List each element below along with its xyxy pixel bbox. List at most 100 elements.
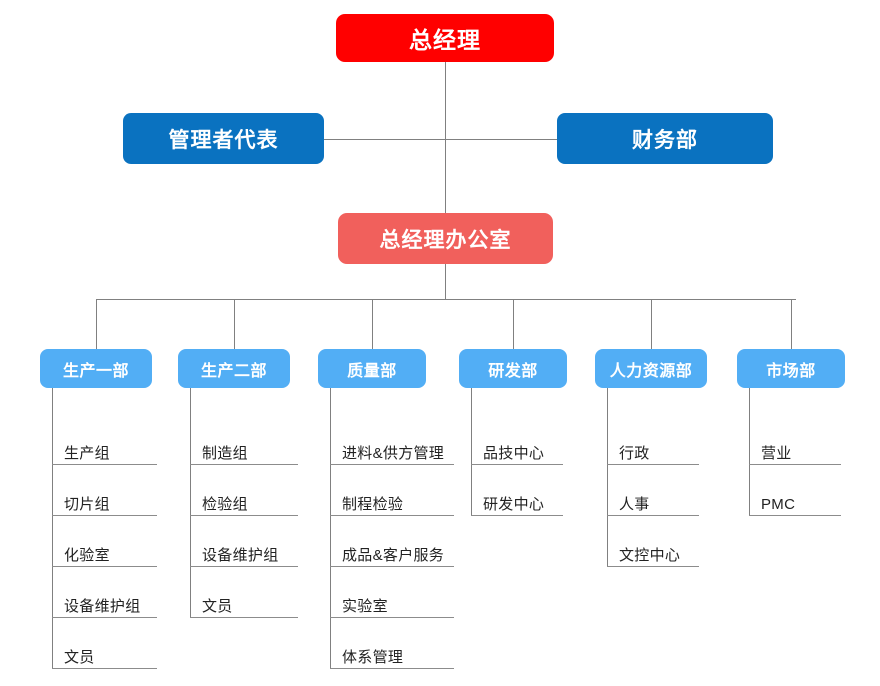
list-item[interactable]: 化验室 [52, 516, 157, 567]
node-department-5[interactable]: 人力资源部 [595, 349, 707, 388]
node-department-3[interactable]: 质量部 [318, 349, 426, 388]
connector-department-spine [330, 388, 331, 669]
node-department-label: 生产二部 [200, 362, 267, 380]
list-item[interactable]: 生产组 [52, 414, 157, 465]
connector-bus-to-department [234, 299, 235, 349]
connector-bus-to-department [513, 299, 514, 349]
node-department-1[interactable]: 生产一部 [40, 349, 152, 388]
list-item-label: 研发中心 [483, 496, 545, 513]
list-item[interactable]: 成品&客户服务 [330, 516, 454, 567]
list-item-label: 切片组 [64, 496, 110, 513]
node-department-6[interactable]: 市场部 [737, 349, 845, 388]
list-item[interactable]: 研发中心 [471, 465, 563, 516]
connector-department-spine [190, 388, 191, 618]
node-department-label: 人力资源部 [609, 362, 693, 380]
list-item-label: 设备维护组 [202, 547, 279, 564]
list-item-label: 进料&供方管理 [342, 445, 445, 462]
list-item-underline [330, 515, 454, 516]
connector-office-to-bus [445, 264, 446, 299]
list-item-underline [52, 464, 157, 465]
list-item-underline [607, 566, 699, 567]
list-item-label: 化验室 [64, 547, 110, 564]
list-item-label: 行政 [619, 445, 650, 462]
connector-department-spine [607, 388, 608, 567]
connector-department-spine [471, 388, 472, 516]
list-item-label: 文控中心 [619, 547, 681, 564]
list-item-underline [749, 464, 841, 465]
list-item-underline [330, 464, 454, 465]
connector-crossbar-staff [324, 139, 558, 140]
list-item[interactable]: 文员 [190, 567, 298, 618]
node-finance-department[interactable]: 财务部 [557, 113, 773, 164]
list-item-label: 实验室 [342, 598, 388, 615]
list-item[interactable]: 设备维护组 [52, 567, 157, 618]
list-item-underline [749, 515, 841, 516]
node-gm-office[interactable]: 总经理办公室 [338, 213, 553, 264]
list-item[interactable]: 文员 [52, 618, 157, 669]
list-item-underline [52, 566, 157, 567]
list-item-label: PMC [761, 496, 796, 513]
list-item-label: 制程检验 [342, 496, 404, 513]
connector-top-to-crossbar [445, 62, 446, 139]
node-management-representative-label: 管理者代表 [168, 128, 279, 152]
list-item[interactable]: 品技中心 [471, 414, 563, 465]
node-department-label: 市场部 [766, 362, 816, 380]
list-item-underline [190, 617, 298, 618]
node-department-label: 生产一部 [62, 362, 129, 380]
node-gm-office-label: 总经理办公室 [379, 228, 512, 252]
list-item-underline [52, 668, 157, 669]
list-item-underline [607, 515, 699, 516]
list-item[interactable]: 制程检验 [330, 465, 454, 516]
node-management-representative[interactable]: 管理者代表 [123, 113, 324, 164]
node-finance-department-label: 财务部 [632, 128, 698, 152]
list-item-label: 检验组 [202, 496, 248, 513]
connector-department-spine [52, 388, 53, 669]
list-item-underline [190, 566, 298, 567]
connector-bus-to-department [791, 299, 792, 349]
list-item-label: 文员 [202, 598, 233, 615]
list-item-label: 营业 [761, 445, 792, 462]
list-item-underline [52, 617, 157, 618]
list-item[interactable]: PMC [749, 465, 841, 516]
list-item-underline [190, 464, 298, 465]
node-department-label: 研发部 [488, 362, 538, 380]
list-item-underline [607, 464, 699, 465]
connector-department-bus [96, 299, 796, 300]
list-item-label: 文员 [64, 649, 95, 666]
list-item[interactable]: 设备维护组 [190, 516, 298, 567]
list-item[interactable]: 人事 [607, 465, 699, 516]
list-item[interactable]: 制造组 [190, 414, 298, 465]
list-item[interactable]: 检验组 [190, 465, 298, 516]
list-item-underline [330, 668, 454, 669]
list-item-label: 生产组 [64, 445, 110, 462]
list-item-underline [330, 566, 454, 567]
list-item-label: 人事 [619, 496, 650, 513]
list-item[interactable]: 体系管理 [330, 618, 454, 669]
list-item[interactable]: 行政 [607, 414, 699, 465]
connector-crossbar-to-office [445, 139, 446, 213]
list-item-underline [330, 617, 454, 618]
node-department-label: 质量部 [347, 362, 397, 380]
list-item-underline [471, 515, 563, 516]
list-item[interactable]: 文控中心 [607, 516, 699, 567]
node-general-manager[interactable]: 总经理 [336, 14, 554, 62]
node-department-2[interactable]: 生产二部 [178, 349, 290, 388]
connector-bus-to-department [372, 299, 373, 349]
list-item[interactable]: 进料&供方管理 [330, 414, 454, 465]
connector-department-spine [749, 388, 750, 516]
list-item[interactable]: 营业 [749, 414, 841, 465]
list-item-underline [52, 515, 157, 516]
list-item-label: 体系管理 [342, 649, 404, 666]
node-general-manager-label: 总经理 [409, 27, 481, 53]
list-item[interactable]: 实验室 [330, 567, 454, 618]
list-item-label: 制造组 [202, 445, 248, 462]
list-item-label: 设备维护组 [64, 598, 141, 615]
list-item[interactable]: 切片组 [52, 465, 157, 516]
list-item-label: 成品&客户服务 [342, 547, 445, 564]
node-department-4[interactable]: 研发部 [459, 349, 567, 388]
connector-bus-to-department [96, 299, 97, 349]
list-item-underline [190, 515, 298, 516]
list-item-underline [471, 464, 563, 465]
connector-bus-to-department [651, 299, 652, 349]
